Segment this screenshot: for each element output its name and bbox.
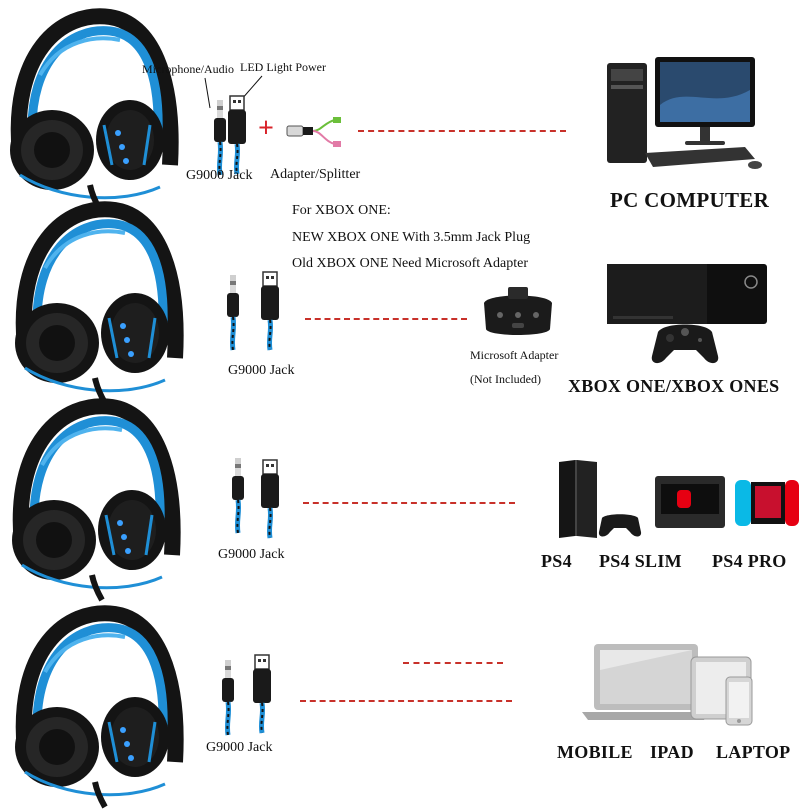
xbox-note-line-3: Old XBOX ONE Need Microsoft Adapter [292,256,529,271]
microsoft-adapter-icon [484,287,552,335]
mic-audio-label: Microphone/Audio [142,62,234,76]
jack-plug-icon [228,458,248,538]
device-label-pc: PC COMPUTER [610,188,770,212]
jack-plug-icon [218,660,238,740]
headset-icon [5,208,185,408]
usb-plug-icon [258,272,282,354]
device-label-mobile: MOBILE [557,742,633,762]
device-label-ps4-slim: PS4 SLIM [599,551,682,571]
jack-plug-icon [223,275,243,355]
phone-icon [725,676,753,726]
device-label-ps4-pro: PS4 PRO [712,551,787,571]
xbox-note-line-1: For XBOX ONE: [292,203,391,218]
splitter-icon [286,117,341,147]
adapter-not-included-label: (Not Included) [470,372,541,386]
connection-line [303,502,515,504]
device-label-ipad: IPAD [650,742,694,762]
controller-icon [651,324,719,364]
headset-icon [2,405,182,605]
laptop-icon [582,644,710,720]
plus-sign: + [258,113,274,144]
headset-icon [5,612,185,812]
connection-line [300,700,512,702]
jack-label: G9000 Jack [218,547,285,562]
device-label-xbox: XBOX ONE/XBOX ONES [568,376,780,396]
usb-plug-icon [258,460,282,542]
switch-console-icon [655,476,799,528]
usb-plug-icon [250,655,274,737]
connection-line [305,318,467,320]
led-power-label: LED Light Power [240,60,326,74]
device-label-laptop: LAPTOP [716,742,791,762]
controller-icon [598,514,642,537]
ps4-console-icon [559,460,597,538]
adapter-splitter-label: Adapter/Splitter [270,167,361,182]
desktop-pc-icon [607,57,762,169]
jack-label: G9000 Jack [186,168,253,183]
xbox-note-line-2: NEW XBOX ONE With 3.5mm Jack Plug [292,230,531,245]
jack-label: G9000 Jack [228,363,295,378]
connection-line-faint [403,662,503,664]
microsoft-adapter-label: Microsoft Adapter [470,348,559,362]
jack-label: G9000 Jack [206,740,273,755]
device-label-ps4: PS4 [541,551,572,571]
usb-plug-icon [225,96,249,178]
xbox-console-icon [607,264,767,324]
connection-line [358,130,566,132]
